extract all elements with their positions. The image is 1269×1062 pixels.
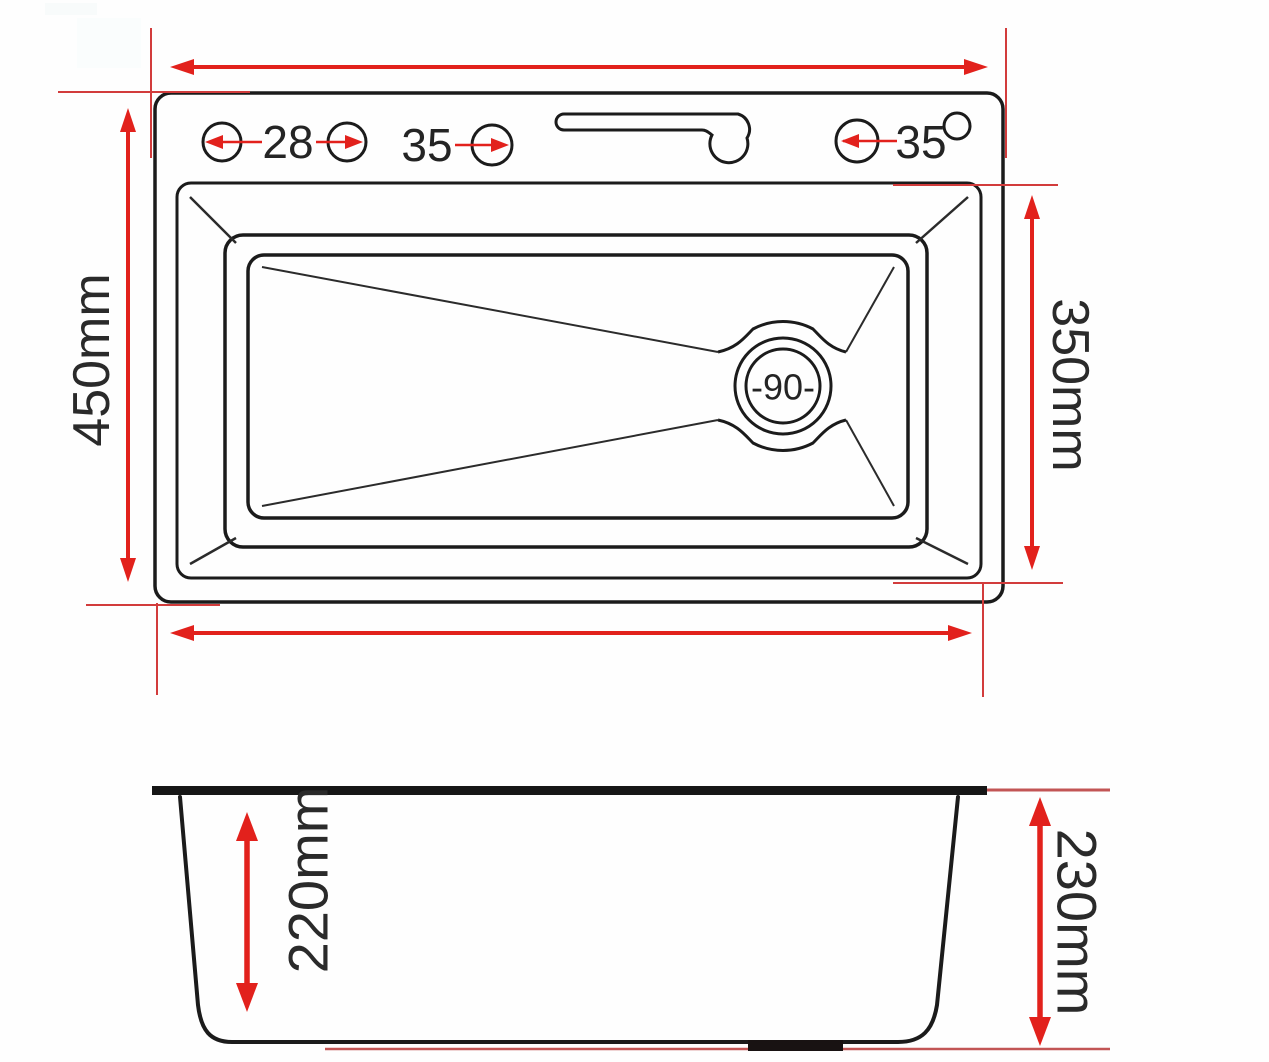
top-view: -90- 28 35 35 bbox=[153, 91, 1005, 604]
arrowhead-230-top bbox=[1029, 797, 1051, 826]
hole-leaders bbox=[205, 134, 897, 152]
corner-tick-bl bbox=[189, 536, 237, 566]
arrowhead-350-bottom bbox=[1024, 546, 1040, 570]
dim-230mm: 230mm bbox=[1029, 797, 1109, 1046]
drain-circle-inner bbox=[744, 347, 822, 425]
arrowhead-350-top bbox=[1024, 195, 1040, 219]
corner-tick-tl bbox=[189, 196, 237, 244]
hole-label-35-left: 35 bbox=[401, 119, 452, 171]
drain-circle-outer bbox=[733, 336, 833, 436]
drain-wrap-bottom bbox=[717, 418, 847, 452]
rim-corner-ticks bbox=[189, 196, 969, 566]
drain: -90- bbox=[717, 320, 847, 452]
arrowhead-220-top bbox=[236, 812, 258, 841]
arrowhead-220-bottom bbox=[236, 983, 258, 1012]
slope-line-tl bbox=[261, 266, 719, 353]
arrowhead-top-right bbox=[964, 59, 988, 75]
deck-hole-5-small bbox=[942, 111, 972, 141]
hole-label-35-right: 35 bbox=[895, 116, 946, 168]
arrowhead-230-bottom bbox=[1029, 1017, 1051, 1046]
slope-line-bl bbox=[261, 419, 719, 507]
dim-label-350mm: 350mm bbox=[1041, 298, 1099, 471]
dim-label-220mm: 220mm bbox=[277, 787, 340, 974]
extension-lines bbox=[58, 28, 1063, 697]
slope-line-br bbox=[845, 419, 895, 507]
side-bowl-profile bbox=[178, 795, 960, 1044]
bowl-rim-outer-outline bbox=[175, 181, 983, 580]
side-view: 220mm 230mm bbox=[152, 786, 1110, 1051]
side-drain-stub bbox=[748, 1040, 843, 1051]
leader-arrowhead-3 bbox=[491, 138, 509, 152]
bowl-rim-inner-outline bbox=[223, 233, 929, 549]
basin-outline bbox=[246, 253, 910, 520]
side-rim-line bbox=[152, 786, 987, 795]
leader-arrowhead-4 bbox=[841, 134, 859, 148]
dim-220mm: 220mm bbox=[236, 787, 340, 1012]
hole-label-28: 28 bbox=[262, 116, 313, 168]
dim-label-450mm: 450mm bbox=[63, 273, 121, 446]
drain-label: -90- bbox=[751, 367, 815, 408]
arrowhead-top-left bbox=[170, 59, 194, 75]
sink-body-outline bbox=[153, 91, 1005, 604]
leader-arrowhead-2 bbox=[345, 135, 363, 149]
arrowhead-450-top bbox=[120, 108, 136, 132]
arrowhead-bottom-left bbox=[170, 625, 194, 641]
scan-artifact bbox=[45, 3, 141, 68]
artifact-blob-2 bbox=[77, 18, 141, 68]
corner-tick-br bbox=[915, 536, 969, 566]
top-view-dimensions: 450mm 350mm bbox=[58, 28, 1099, 697]
bowl-slope-lines bbox=[261, 266, 895, 507]
dim-arrow-bottom-width bbox=[170, 625, 972, 641]
dim-arrow-top-width bbox=[170, 59, 988, 75]
drain-wrap-top bbox=[717, 320, 847, 354]
arrowhead-450-bottom bbox=[120, 558, 136, 582]
slope-line-tr bbox=[845, 266, 895, 353]
dim-450mm: 450mm bbox=[63, 108, 136, 582]
dim-350mm: 350mm bbox=[1024, 195, 1099, 570]
corner-tick-tr bbox=[915, 196, 969, 244]
leader-arrowhead-1 bbox=[205, 135, 223, 149]
dim-label-230mm: 230mm bbox=[1046, 829, 1109, 1016]
arrowhead-bottom-right bbox=[948, 625, 972, 641]
faucet-slot bbox=[554, 112, 752, 165]
artifact-blob-1 bbox=[45, 3, 97, 15]
